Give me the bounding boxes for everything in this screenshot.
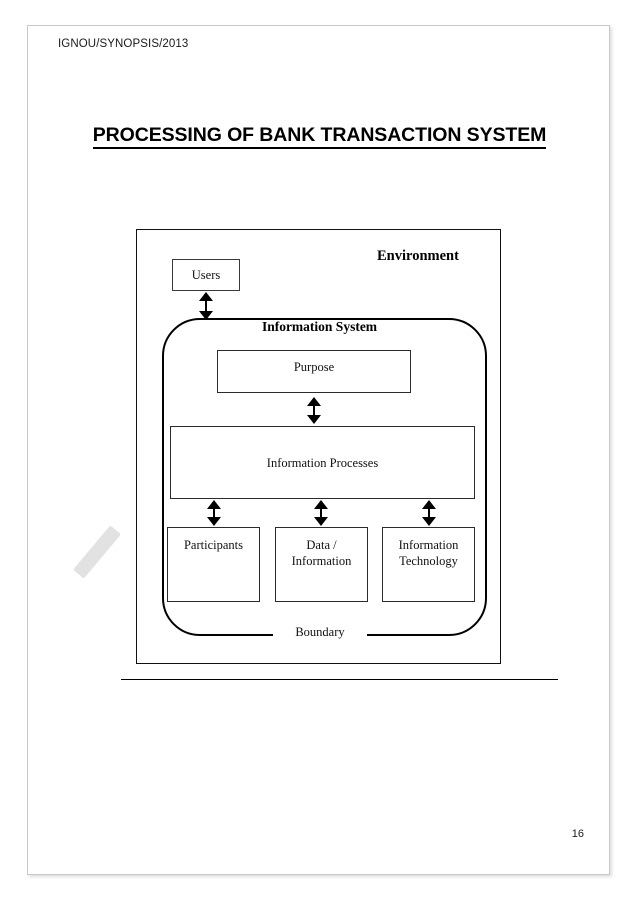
processes-infotech-arrow	[422, 500, 436, 526]
purpose-processes-arrow	[307, 397, 321, 424]
arrow-head-up	[207, 500, 221, 509]
arrow-shaft	[320, 508, 323, 518]
processes-participants-arrow	[207, 500, 221, 526]
information-technology-box: Information Technology	[382, 527, 475, 602]
arrow-head-down	[307, 415, 321, 424]
information-system-label: Information System	[261, 319, 378, 334]
document-header: IGNOU/SYNOPSIS/2013	[58, 38, 189, 50]
document-page: IGNOU/SYNOPSIS/2013 PROCESSING OF BANK T…	[27, 25, 610, 875]
processes-data-arrow	[314, 500, 328, 526]
figure-separator-rule	[121, 679, 558, 680]
information-processes-box: Information Processes	[170, 426, 475, 499]
data-label-line1: Data /	[306, 538, 337, 552]
arrow-head-up	[314, 500, 328, 509]
arrow-head-up	[422, 500, 436, 509]
information-processes-label: Information Processes	[266, 455, 379, 470]
arrow-head-up	[199, 292, 213, 301]
watermark-streak	[72, 525, 122, 579]
participants-label-line1: Participants	[183, 538, 243, 552]
boundary-label: Boundary	[295, 624, 345, 639]
arrow-head-down	[314, 517, 328, 526]
arrow-head-down	[422, 517, 436, 526]
arrow-head-down	[199, 311, 213, 320]
page-title: PROCESSING OF BANK TRANSACTION SYSTEM	[28, 124, 611, 149]
participants-box: Participants	[167, 527, 260, 602]
users-system-arrow	[199, 292, 213, 320]
arrow-head-down	[207, 517, 221, 526]
infotech-label-line2: Technology	[399, 554, 458, 568]
data-information-box: Data / Information	[275, 527, 368, 602]
users-box: Users	[172, 259, 240, 291]
arrow-shaft	[428, 508, 431, 518]
arrow-head-up	[307, 397, 321, 406]
users-box-label: Users	[191, 267, 221, 282]
arrow-shaft	[205, 300, 208, 312]
infotech-label-line1: Information	[398, 538, 459, 552]
environment-label: Environment	[377, 248, 459, 264]
figure-diagram: Environment Users Information System Pur…	[136, 229, 501, 664]
arrow-shaft	[313, 405, 316, 416]
page-title-text: PROCESSING OF BANK TRANSACTION SYSTEM	[92, 124, 546, 149]
page-number: 16	[571, 828, 584, 840]
arrow-shaft	[213, 508, 216, 518]
boundary-label-wrap: Boundary	[273, 622, 367, 642]
purpose-box: Purpose	[217, 350, 411, 393]
purpose-box-label: Purpose	[293, 360, 335, 374]
data-label-line2: Information	[291, 554, 352, 568]
